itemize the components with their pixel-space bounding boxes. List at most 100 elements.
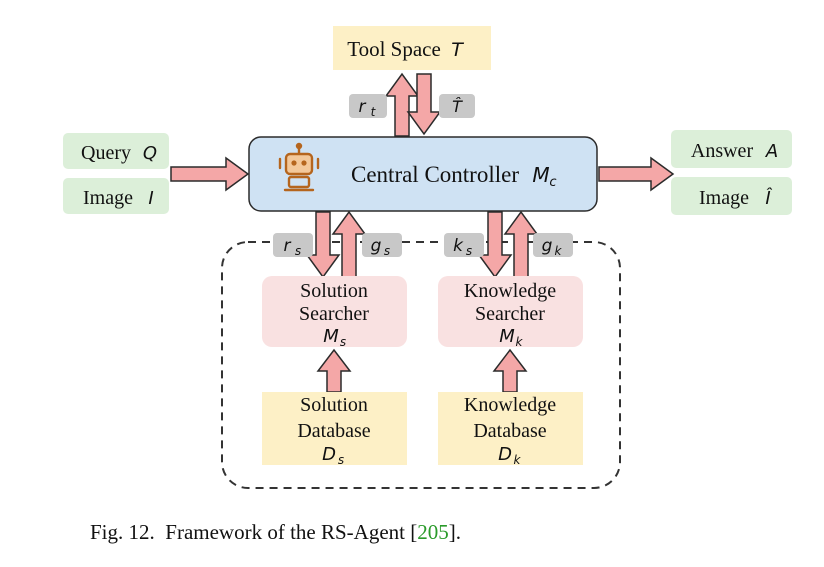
gk-tag: [533, 233, 573, 257]
arrow-knowledge-db-to-searcher: [492, 348, 528, 393]
t-hat-tag: [439, 94, 475, 118]
solution-searcher-var: M: [323, 326, 339, 347]
svg-text:Q: Q: [143, 143, 157, 164]
svg-text:Answer: Answer: [691, 140, 754, 162]
svg-text:D: D: [322, 444, 336, 465]
gs-main: g: [371, 236, 382, 256]
caption-suffix: ].: [448, 520, 461, 544]
svg-text:Query: Query: [81, 142, 131, 164]
knowledge-database-line2: Database: [473, 420, 546, 442]
svg-text:Solution: Solution: [300, 280, 368, 302]
rs-tag: [273, 233, 313, 257]
solution-searcher-sub: s: [340, 335, 346, 349]
answer-label: Answer: [691, 140, 754, 162]
solution-searcher-box: [262, 276, 407, 347]
svg-text:k: k: [453, 236, 464, 256]
svg-text:Î: Î: [765, 187, 772, 209]
svg-text:A: A: [765, 141, 778, 162]
searcher-group-border: [221, 241, 621, 489]
solution-database-box: [262, 392, 407, 465]
svg-text:s: s: [384, 244, 390, 258]
arrow-controller-to-output: [598, 156, 675, 192]
arrow-input-to-controller: [170, 156, 250, 192]
image-output-label: Image: [699, 187, 749, 209]
knowledge-database-box: [438, 392, 583, 465]
ks-main: k: [453, 236, 464, 256]
t-hat-main: T̂: [452, 97, 463, 116]
arrow-down-rs: [305, 211, 341, 279]
solution-database-line2: Database: [297, 420, 370, 442]
tool-space-var: T: [451, 39, 464, 61]
svg-text:t: t: [371, 105, 377, 119]
svg-text:T̂: T̂: [452, 97, 463, 116]
central-controller-box: [248, 136, 598, 212]
controller-sub: c: [549, 175, 556, 190]
svg-text:s: s: [466, 244, 472, 258]
image-output-box: [671, 177, 792, 215]
solution-database-line1: Solution: [300, 394, 368, 416]
arrow-up-gk: [503, 210, 539, 278]
caption-ref-link[interactable]: 205: [417, 520, 449, 544]
gk-sub: k: [555, 244, 563, 258]
caption-prefix: Fig. 12.: [90, 520, 155, 544]
answer-var: A: [765, 141, 778, 162]
arrow-up-rt: [384, 72, 420, 137]
svg-text:k: k: [514, 453, 522, 467]
tool-space-box: [333, 26, 491, 70]
svg-text:Central Controller: Central Controller: [351, 162, 519, 187]
ks-sub: s: [466, 244, 472, 258]
image-input-label: Image: [83, 187, 133, 209]
svg-text:M: M: [532, 163, 549, 187]
figure-caption: Fig. 12. Framework of the RS-Agent [205]…: [90, 520, 461, 545]
knowledge-searcher-box: [438, 276, 583, 347]
gs-sub: s: [384, 244, 390, 258]
tool-space-label: Tool Space: [347, 37, 441, 61]
rs-sub: s: [295, 244, 301, 258]
rt-main: r: [359, 97, 367, 117]
svg-text:Searcher: Searcher: [299, 303, 369, 325]
robot-icon: [278, 142, 320, 192]
knowledge-searcher-sub: k: [516, 335, 524, 349]
svg-text:M: M: [499, 326, 515, 347]
rt-tag: [349, 94, 387, 118]
image-input-box: [63, 178, 169, 214]
arrow-solution-db-to-searcher: [316, 348, 352, 393]
rs-main: r: [284, 236, 292, 256]
knowledge-searcher-line1: Knowledge: [464, 280, 556, 302]
answer-box: [671, 130, 792, 168]
svg-text:k: k: [516, 335, 524, 349]
image-output-var: Î: [765, 187, 772, 209]
arrow-down-that: [406, 73, 442, 136]
arrow-up-gs: [331, 210, 367, 278]
solution-searcher-line2: Searcher: [299, 303, 369, 325]
svg-text:g: g: [371, 236, 382, 256]
svg-text:Image: Image: [699, 187, 749, 209]
arrow-down-ks: [477, 211, 513, 279]
knowledge-database-sub: k: [514, 453, 522, 467]
knowledge-searcher-line2: Searcher: [475, 303, 545, 325]
svg-text:M: M: [323, 326, 339, 347]
query-box: [63, 133, 169, 169]
svg-text:Knowledge: Knowledge: [464, 280, 556, 302]
rt-sub: t: [371, 105, 377, 119]
controller-label: Central Controller: [351, 162, 519, 187]
svg-text:Database: Database: [473, 420, 546, 442]
svg-text:Solution: Solution: [300, 394, 368, 416]
svg-text:Database: Database: [297, 420, 370, 442]
svg-text:Tool Space: Tool Space: [347, 37, 441, 61]
svg-text:g: g: [542, 236, 553, 256]
gs-tag: [362, 233, 402, 257]
knowledge-database-line1: Knowledge: [464, 394, 556, 416]
svg-text:D: D: [498, 444, 512, 465]
svg-text:Image: Image: [83, 187, 133, 209]
svg-text:k: k: [555, 244, 563, 258]
caption-text: Framework of the RS-Agent [: [165, 520, 418, 544]
solution-database-var: D: [322, 444, 336, 465]
solution-searcher-line1: Solution: [300, 280, 368, 302]
svg-text:T: T: [451, 39, 464, 61]
svg-text:s: s: [338, 453, 344, 467]
svg-text:r: r: [359, 97, 367, 117]
svg-text:s: s: [295, 244, 301, 258]
svg-text:r: r: [284, 236, 292, 256]
